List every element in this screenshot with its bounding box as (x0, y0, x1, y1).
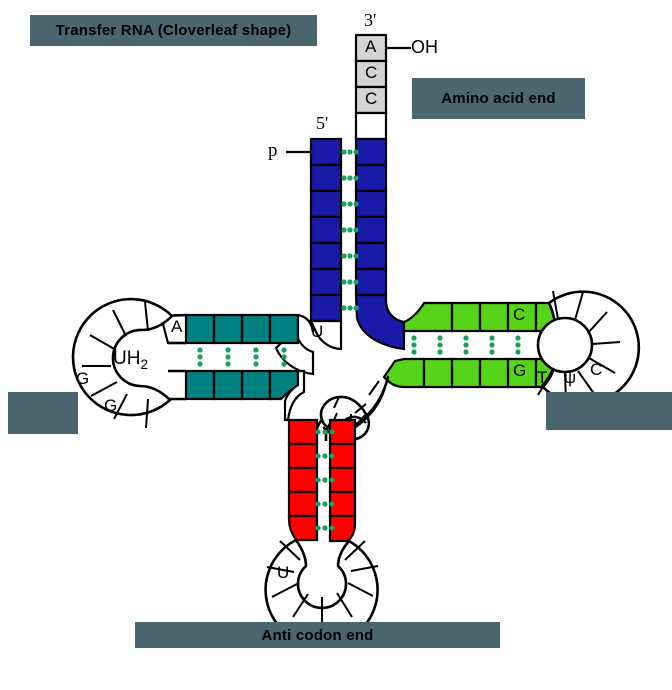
d-arm-base-A-label: A (171, 317, 183, 336)
d-loop-spokes (82, 301, 149, 429)
junction-base-U-label: U (311, 322, 324, 341)
phosphate-label: p (268, 140, 278, 161)
t-loop-ring (536, 290, 641, 405)
acc-tail-letter-A: A (365, 37, 377, 56)
t-arm-hbonds (411, 335, 521, 355)
d-loop-base-G2-label: G (104, 396, 118, 415)
left-blank-banner (8, 392, 78, 434)
d-arm-stem-upper (159, 313, 300, 345)
acceptor-stem-hbonds (341, 149, 359, 311)
t-loop-base-T-label: T (537, 368, 548, 387)
d-arm-stem-lower (184, 369, 306, 422)
hydroxyl-label: OH (411, 37, 438, 57)
anticodon-end-banner: Anti codon end (135, 622, 500, 648)
amino-acid-end-banner: Amino acid end (412, 78, 585, 119)
d-arm-hbonds (197, 347, 287, 367)
title-banner: Transfer RNA (Cloverleaf shape) (30, 15, 317, 46)
acceptor-stem-elbow (354, 293, 406, 351)
t-arm-base-C-box (506, 301, 538, 333)
t-arm-stem-lower (382, 357, 558, 389)
anticodon-loop-base-U-label: U (277, 563, 290, 582)
anticodon-stem-hbonds (315, 429, 335, 531)
t-arm-base-G-box (506, 357, 538, 389)
acceptor-stem-right-strand (354, 137, 406, 351)
t-arm-base-G-label: G (513, 361, 527, 380)
five-prime-label: 5' (316, 113, 329, 133)
acceptor-stem-left-strand (286, 137, 343, 323)
t-arm-stem-upper (402, 301, 561, 333)
anticodon-stem-left-strand (287, 418, 319, 542)
d-loop-ring (71, 297, 174, 429)
d-loop-center-label: UH2 (113, 348, 149, 372)
acc-tail-group (354, 33, 411, 141)
t-loop-base-C-label: C (590, 360, 603, 379)
acc-tail-letter-C1: C (365, 63, 378, 82)
d-loop-base-G1-label: G (76, 369, 90, 388)
acc-tail-box-blank (354, 111, 388, 141)
three-prime-label: 3' (364, 10, 377, 30)
t-arm-base-C-label: C (513, 305, 526, 324)
t-loop-inner (536, 316, 594, 374)
t-loop-base-psi-label: ψ (564, 368, 577, 387)
anticodon-stem-right-strand (328, 418, 357, 543)
acc-tail-letter-C2: C (365, 89, 378, 108)
right-blank-banner (546, 392, 672, 430)
anticodon-loop-spokes (266, 540, 379, 624)
t-loop-spokes (537, 290, 621, 403)
